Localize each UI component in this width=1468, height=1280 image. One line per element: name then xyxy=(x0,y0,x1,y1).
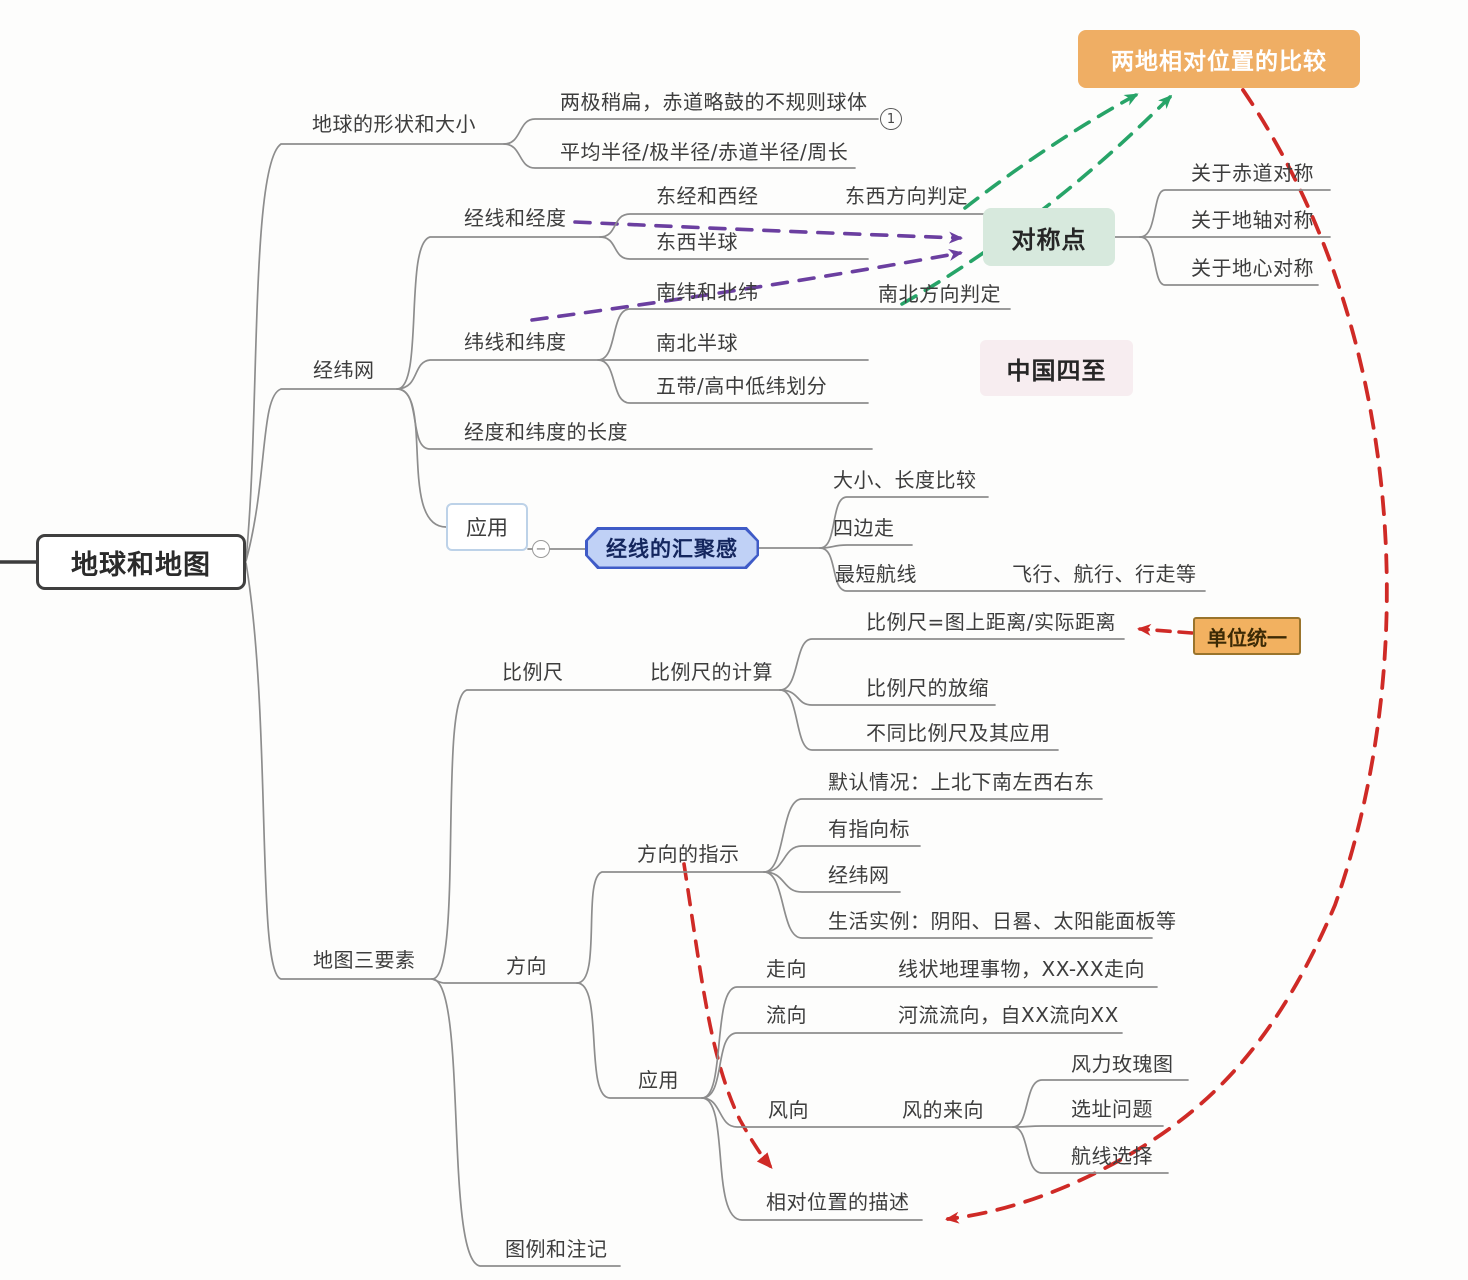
node-meridian-convergence[interactable]: 经线的汇聚感 xyxy=(585,527,759,569)
node-scale-calculation[interactable]: 比例尺的计算 xyxy=(650,660,773,684)
node-life-examples[interactable]: 生活实例：阴阳、日晷、太阳能面板等 xyxy=(828,909,1177,933)
node-meridian-longitude[interactable]: 经线和经度 xyxy=(464,206,567,230)
edge-jwnet-weixian xyxy=(396,359,869,390)
edge-apply2-liuxiang xyxy=(701,1032,1123,1099)
arrow-green-eastwest-to-compare xyxy=(963,93,1139,210)
branch-lines xyxy=(0,118,1331,1267)
node-longitude-latitude-length[interactable]: 经度和纬度的长度 xyxy=(464,420,628,444)
node-direction[interactable]: 方向 xyxy=(506,954,547,978)
edge-fangxiang-zhishi xyxy=(576,871,765,984)
arrow-purple-jingxian-to-duichen xyxy=(573,220,963,244)
edge-apply2-fengxiang xyxy=(701,1097,1014,1128)
node-scale-zoom[interactable]: 比例尺的放缩 xyxy=(866,676,989,700)
node-graticule[interactable]: 经纬网 xyxy=(313,358,375,382)
node-shortest-route[interactable]: 最短航线 xyxy=(835,562,917,586)
collapse-toggle-button[interactable]: − xyxy=(532,540,550,558)
node-irregular-sphere[interactable]: 两极稍扁，赤道略鼓的不规则球体 xyxy=(560,90,868,114)
node-south-north-latitude[interactable]: 南纬和北纬 xyxy=(656,280,759,304)
node-wind-direction[interactable]: 风向 xyxy=(768,1098,809,1122)
edge-zhishi-jwnet2 xyxy=(763,871,901,893)
edge-jwnet-apply1 xyxy=(396,388,447,528)
edge-badge-zuiduan xyxy=(819,547,1206,592)
arrow-red-compare-to-xiangdui xyxy=(945,88,1389,1224)
arrow-purple-weixian-to-duichen xyxy=(530,249,963,322)
arrow-red-unit-to-formula xyxy=(1137,623,1194,636)
node-five-zones[interactable]: 五带/高中低纬划分 xyxy=(656,374,828,398)
node-map-three-elements[interactable]: 地图三要素 xyxy=(313,948,416,972)
node-linear-features[interactable]: 线状地理事物，XX-XX走向 xyxy=(898,957,1146,981)
edge-map3-bilichi xyxy=(431,689,781,980)
edge-shape-irregular xyxy=(503,118,879,145)
node-trend[interactable]: 走向 xyxy=(766,957,807,981)
arrow-red-zhishi-to-xiangdui xyxy=(682,862,773,1170)
node-graticule-2[interactable]: 经纬网 xyxy=(828,863,890,887)
node-scale[interactable]: 比例尺 xyxy=(502,660,564,684)
node-parallel-latitude[interactable]: 纬线和纬度 xyxy=(464,330,567,354)
edge-calc-fangsuo xyxy=(779,689,996,706)
edge-weixian-nanwei xyxy=(597,308,1011,361)
edge-map3-tuli xyxy=(431,978,621,1267)
edge-zhishi-zhixiangbiao xyxy=(763,845,921,873)
node-application-2[interactable]: 应用 xyxy=(638,1068,679,1092)
node-unit-unify[interactable]: 单位统一 xyxy=(1193,617,1301,655)
node-river-flow[interactable]: 河流流向，自XX流向XX xyxy=(898,1003,1119,1027)
edge-weixian-wudai xyxy=(597,359,869,404)
node-fly-sail-walk[interactable]: 飞行、航行、行走等 xyxy=(1012,562,1197,586)
node-east-west-hemisphere[interactable]: 东西半球 xyxy=(656,230,738,254)
node-wind-rose[interactable]: 风力玫瑰图 xyxy=(1071,1052,1174,1076)
node-center-symmetry[interactable]: 关于地心对称 xyxy=(1191,256,1314,280)
node-site-selection[interactable]: 选址问题 xyxy=(1071,1097,1153,1121)
node-china-four-extremes[interactable]: 中国四至 xyxy=(980,340,1133,396)
edge-badge-sibian xyxy=(819,544,913,549)
node-meridian-convergence-label: 经线的汇聚感 xyxy=(587,529,757,567)
node-south-north-hemisphere[interactable]: 南北半球 xyxy=(656,331,738,355)
edge-root-jwnet xyxy=(245,388,398,562)
edge-fangxiang-apply2 xyxy=(576,982,703,1099)
node-four-sides[interactable]: 四边走 xyxy=(833,516,895,540)
node-direction-pointer[interactable]: 有指向标 xyxy=(828,817,910,841)
node-compare-relative-position[interactable]: 两地相对位置的比较 xyxy=(1078,30,1360,88)
edge-zhishi-shenghuo xyxy=(763,871,1153,939)
node-application-1[interactable]: 应用 xyxy=(446,503,528,551)
node-earth-shape-size[interactable]: 地球的形状和大小 xyxy=(312,112,476,136)
edge-zhishi-moren xyxy=(763,798,1103,873)
root-node[interactable]: 地球和地图 xyxy=(36,534,246,590)
edge-map3-fangxiang xyxy=(431,978,578,984)
edge-root-shape xyxy=(245,143,505,560)
node-scale-formula[interactable]: 比例尺=图上距离/实际距离 xyxy=(866,610,1116,634)
edge-fengxiang-fengli xyxy=(1012,1079,1189,1128)
node-legend-annotation[interactable]: 图例和注记 xyxy=(505,1237,608,1261)
edge-badge-daxiao xyxy=(819,496,989,549)
edge-apply2-xiangdui xyxy=(701,1097,923,1221)
node-route-selection[interactable]: 航线选择 xyxy=(1071,1144,1153,1168)
edge-jingxian-dongxihemi xyxy=(599,236,869,260)
edge-fengxiang-xuanzhi xyxy=(1012,1125,1164,1128)
node-east-west-judgement[interactable]: 东西方向判定 xyxy=(845,184,968,208)
edge-root-map3 xyxy=(245,562,433,980)
node-default-orientation[interactable]: 默认情况：上北下南左西右东 xyxy=(828,770,1095,794)
node-equator-symmetry[interactable]: 关于赤道对称 xyxy=(1191,161,1314,185)
node-direction-indication[interactable]: 方向的指示 xyxy=(637,842,740,866)
node-south-north-judgement[interactable]: 南北方向判定 xyxy=(878,282,1001,306)
circled-number-badge: 1 xyxy=(880,108,902,130)
edge-calc-butong xyxy=(779,689,1059,751)
node-relative-position-description[interactable]: 相对位置的描述 xyxy=(766,1190,910,1214)
node-size-length-compare[interactable]: 大小、长度比较 xyxy=(833,468,977,492)
node-axis-symmetry[interactable]: 关于地轴对称 xyxy=(1191,208,1314,232)
node-different-scales[interactable]: 不同比例尺及其应用 xyxy=(866,721,1051,745)
node-east-west-longitude[interactable]: 东经和西经 xyxy=(656,184,759,208)
edge-duichen-dixin xyxy=(1139,236,1319,286)
node-symmetry-point[interactable]: 对称点 xyxy=(983,208,1115,266)
node-wind-origin[interactable]: 风的来向 xyxy=(902,1098,984,1122)
edge-duichen-chidao xyxy=(1139,189,1331,238)
edge-fengxiang-hangxian xyxy=(1012,1126,1169,1174)
edge-jwnet-jingxian xyxy=(396,236,601,390)
node-radius-perimeter[interactable]: 平均半径/极半径/赤道半径/周长 xyxy=(560,140,849,164)
edge-shape-radius xyxy=(503,143,856,169)
edge-apply2-zouxiang xyxy=(701,986,1158,1099)
edge-calc-formula xyxy=(779,638,1125,691)
edge-jingxian-dongjing xyxy=(599,213,989,238)
node-flow-direction[interactable]: 流向 xyxy=(766,1003,807,1027)
